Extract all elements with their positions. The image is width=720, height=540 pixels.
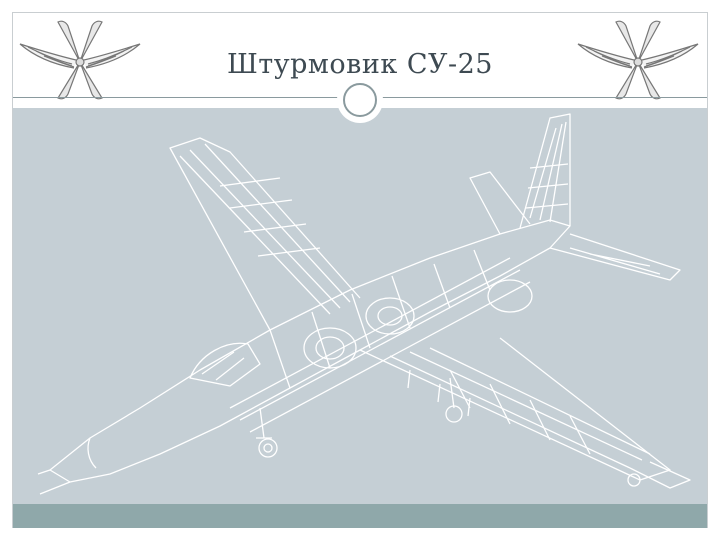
footer-bar <box>13 504 707 528</box>
air-force-emblem-right-icon <box>577 20 699 100</box>
content-panel <box>13 108 707 504</box>
ring-ornament-icon <box>343 83 377 117</box>
air-force-emblem-left-icon <box>19 20 141 100</box>
slide-title: Штурмовик СУ-25 <box>227 49 493 80</box>
header-divider-ring <box>337 77 383 123</box>
aircraft-cutaway-illustration <box>37 113 691 495</box>
